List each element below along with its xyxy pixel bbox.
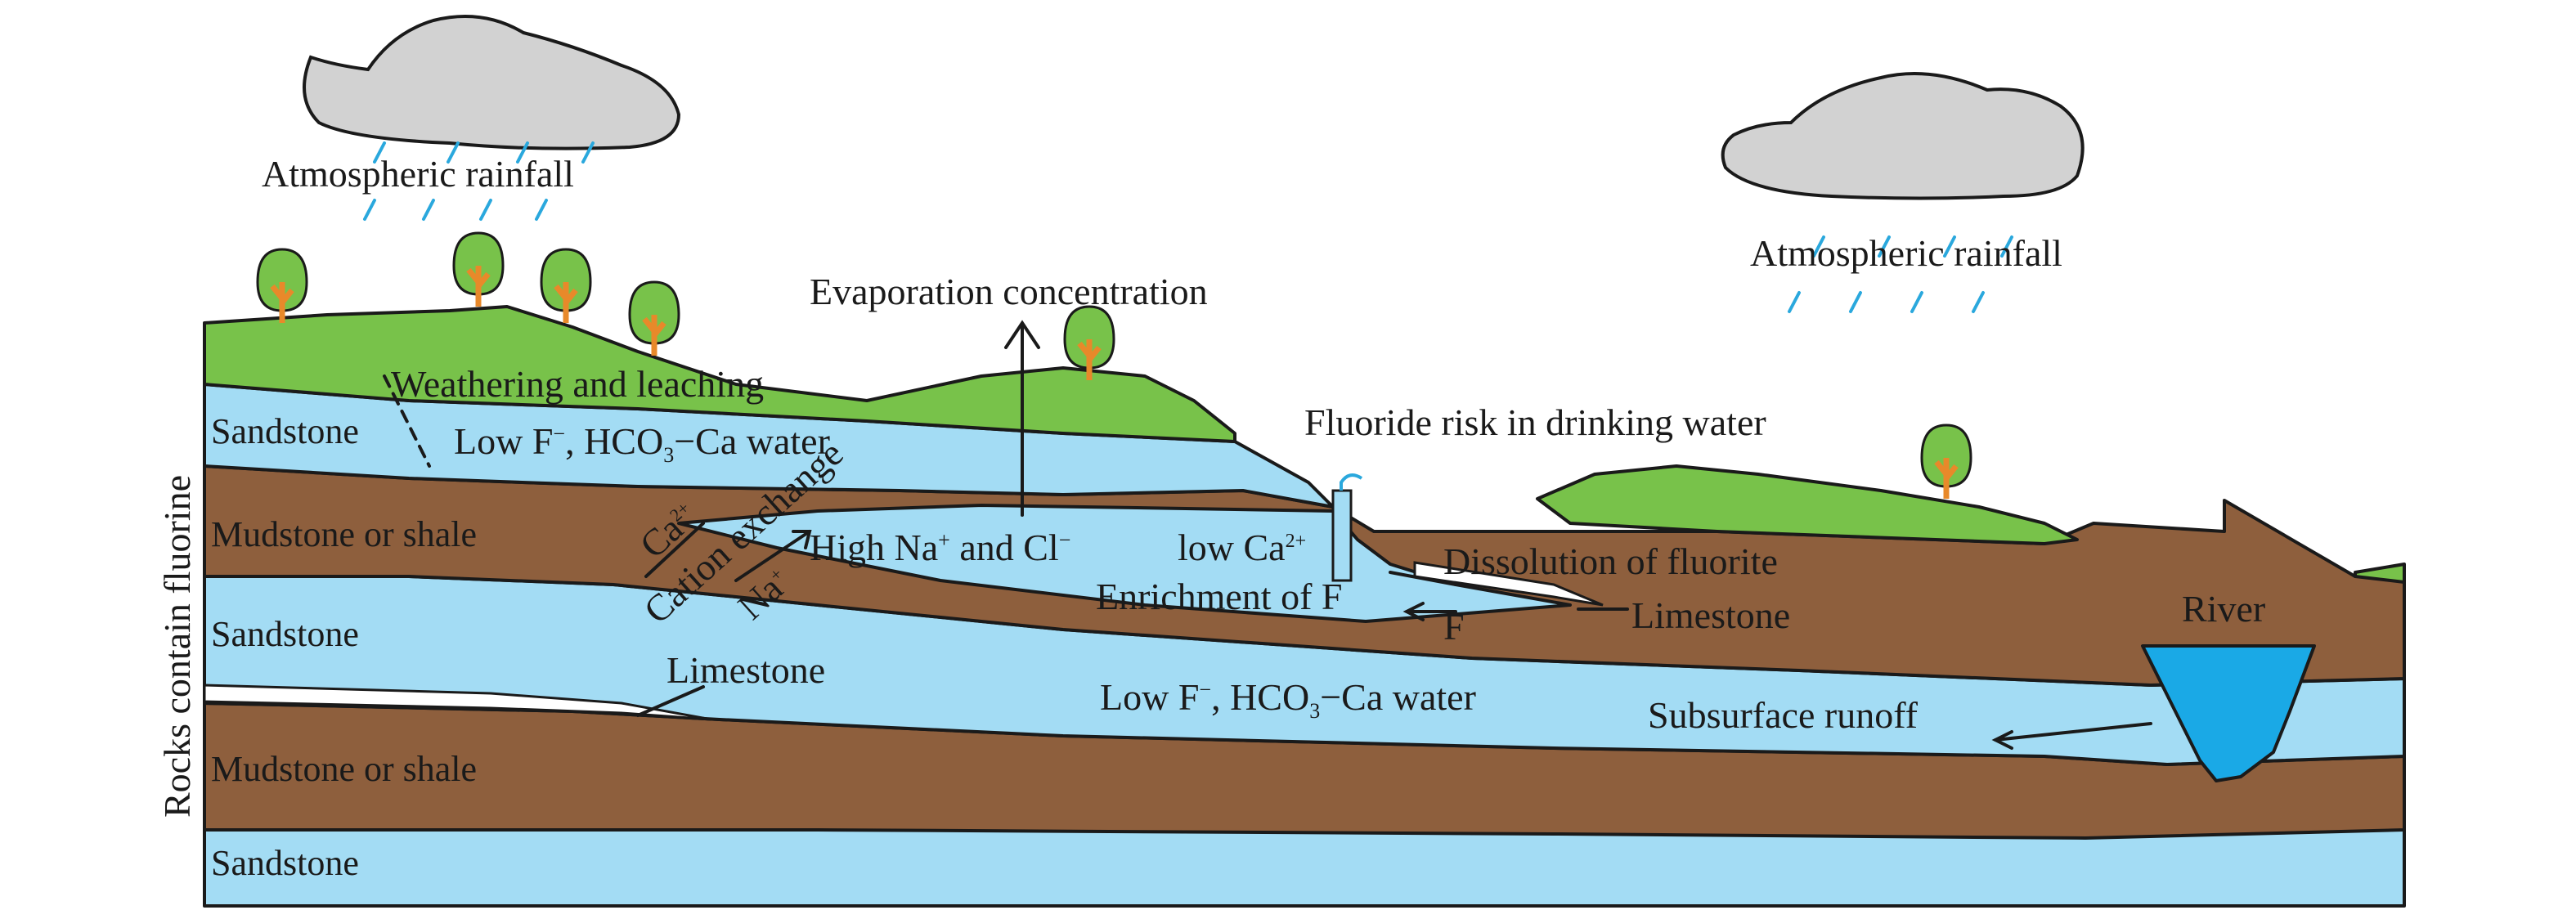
river-label: River — [2182, 588, 2265, 630]
cloud-left — [303, 15, 681, 150]
drinking-well — [1331, 473, 1363, 582]
low-ca-label: low Ca2+ — [1178, 527, 1306, 568]
evaporation-arrow-head — [1004, 320, 1040, 349]
layer-label-5: Sandstone — [211, 843, 359, 883]
grass-left — [203, 305, 1236, 443]
cation-arrow-ca — [644, 522, 705, 578]
side-label: Rocks contain fluorine — [156, 475, 198, 818]
annotation-lines — [383, 320, 2152, 750]
layer-label-1: Sandstone — [211, 411, 359, 451]
weathering-dashed — [383, 374, 431, 468]
limestone-left-pointer — [636, 685, 705, 717]
tree-2 — [452, 231, 505, 307]
rain-left — [363, 141, 595, 221]
tree-5 — [1063, 305, 1115, 380]
layer-label-3: Sandstone — [211, 614, 359, 654]
tree-trunk — [466, 266, 491, 307]
cloud-right — [1721, 72, 2085, 200]
limestone-right-label: Limestone — [1631, 594, 1790, 636]
f-ion-label: F — [1443, 606, 1465, 648]
cation-arrow-na — [734, 530, 812, 582]
weathering-label: Weathering and leaching — [391, 363, 764, 405]
tree-trunk — [554, 282, 578, 323]
rain-right-label: Atmospheric rainfall — [1750, 232, 2062, 274]
layer-sandstone-bottom — [203, 828, 2406, 908]
runoff-arrow — [1991, 722, 2152, 750]
tree-trunk — [642, 315, 666, 356]
limestone-left — [203, 684, 712, 721]
tree-trunk — [270, 282, 294, 323]
rain-right — [1788, 235, 2013, 313]
grass-far-right — [2354, 563, 2406, 584]
subsurface-runoff-label: Subsurface runoff — [1648, 694, 1919, 736]
enrichment-label: Enrichment of F — [1096, 576, 1343, 617]
dissolution-label: Dissolution of fluorite — [1443, 540, 1778, 582]
water-spout — [1340, 473, 1363, 491]
evaporation-label: Evaporation concentration — [810, 271, 1208, 312]
trees — [256, 231, 1972, 499]
tree-trunk — [1934, 458, 1959, 499]
dissolution-pointer — [1389, 571, 1457, 586]
fluoride-risk-label: Fluoride risk in drinking water — [1304, 401, 1766, 443]
high-na-cl-label: High Na+ and Cl− — [810, 527, 1070, 568]
layer-label-2: Mudstone or shale — [211, 514, 477, 554]
river-channel — [2141, 644, 2316, 782]
f-arrow — [1402, 602, 1457, 621]
tree-4 — [628, 280, 680, 356]
grass-right — [1536, 464, 2079, 545]
tree-3 — [540, 248, 592, 323]
well-shaft — [1331, 489, 1353, 582]
limestone-right — [1413, 561, 1604, 607]
limestone-left-label: Limestone — [666, 649, 825, 691]
low-f-water-upper: Low F−, HCO3−Ca water — [454, 420, 830, 467]
tree-trunk — [1077, 339, 1102, 380]
labels: Atmospheric rainfall Atmospheric rainfal… — [156, 153, 2265, 883]
low-f-water-lower: Low F−, HCO3−Ca water — [1100, 676, 1476, 723]
tree-1 — [256, 248, 308, 323]
limestone-lenses — [203, 561, 1604, 721]
clouds — [303, 15, 2085, 200]
rain-left-label: Atmospheric rainfall — [262, 153, 574, 195]
layer-label-4: Mudstone or shale — [211, 749, 477, 789]
tree-6 — [1920, 424, 1972, 499]
